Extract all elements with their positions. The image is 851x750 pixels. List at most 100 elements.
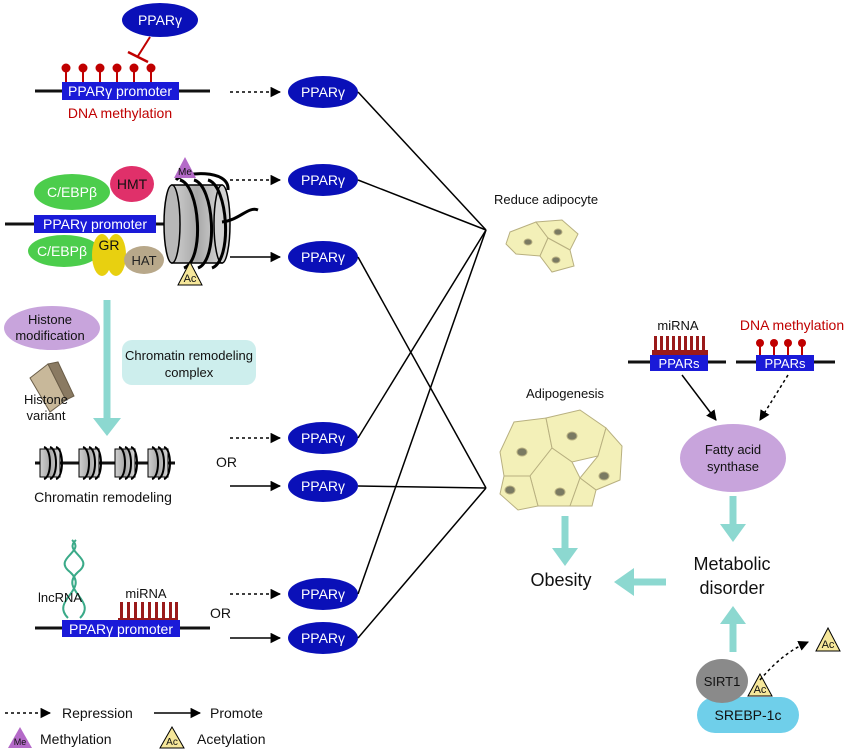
legend-repression-label: Repression [62, 705, 133, 721]
ac-badge-free [815, 626, 841, 652]
cebpb-bottom-label: C/EBPβ [37, 243, 87, 259]
teal-arrow-obesity-head [552, 548, 578, 566]
legend-ac-label: Ac [166, 737, 178, 748]
sirt1-oval [696, 659, 748, 703]
histone-variant-label-1: Histone [24, 392, 68, 407]
ncrna-section: lncRNA miRNA PPARγ promoter OR PPARγ PPA… [35, 539, 358, 654]
legend-me-triangle [8, 727, 32, 748]
mirna-label-ppars: miRNA [657, 318, 698, 333]
legend-me-label: Me [14, 737, 27, 747]
ppars-box-right [756, 355, 814, 371]
me-triangle-label: Me [178, 167, 192, 178]
promoter-box-ncrna [62, 620, 180, 637]
ppar-result-7-label: PPARγ [301, 630, 345, 646]
ppars-label-left: PPARs [659, 356, 700, 371]
ppar-result-1-label: PPARγ [301, 84, 345, 100]
promote-arrow-ppars [681, 374, 717, 421]
promoter-box-top [62, 82, 179, 100]
srebp-label: SREBP-1c [715, 707, 782, 723]
mirna-label-ncrna: miRNA [125, 586, 166, 601]
histone-variant-label-2: variant [26, 408, 65, 423]
connector-lines [357, 91, 487, 639]
chromatin-fiber [35, 446, 175, 480]
gr-left-lobe [92, 234, 112, 276]
cebpb-bottom-oval [28, 235, 100, 267]
histone-modification-label-1: Histone [28, 312, 72, 327]
ppars-box-left [650, 355, 708, 371]
metabolic-disorder-label-2: disorder [699, 578, 764, 598]
ac-badge-srebp [747, 672, 773, 697]
or-label-ncrna: OR [210, 605, 231, 621]
histone-variant-shape [29, 361, 75, 413]
ppar-result-4 [288, 422, 358, 454]
inhibition-line [137, 36, 151, 57]
lncrna-label: lncRNA [38, 590, 82, 605]
cebpb-top-oval [34, 174, 110, 210]
methyl-pins-top [61, 63, 156, 82]
hmt-label: HMT [117, 176, 148, 192]
legend: Repression Promote Me Methylation Ac Ace… [5, 705, 265, 749]
fatty-acid-synthase-label-2: synthase [707, 459, 759, 474]
histone-modification-oval [4, 306, 100, 350]
ac-triangle-badge [177, 260, 203, 286]
legend-methylation-label: Methylation [40, 731, 112, 747]
dna-methylation-label-top: DNA methylation [68, 105, 172, 121]
legend-promote-label: Promote [210, 705, 263, 721]
legend-ac-triangle [159, 725, 185, 749]
promoter-label-ncrna: PPARγ promoter [69, 621, 173, 637]
mirna-comb-ncrna [118, 602, 178, 623]
ppar-result-1 [288, 76, 358, 108]
ac-badge-srebp-label: Ac [754, 684, 767, 696]
metabolic-disorder-label-1: Metabolic [693, 554, 770, 574]
cebpb-top-label: C/EBPβ [47, 184, 97, 200]
chromatin-complex-label-2: complex [165, 365, 214, 380]
top-section: PPARγ PPARγ promoter DNA methylation PPA… [35, 3, 358, 121]
histone-modification-label-2: modification [15, 328, 84, 343]
teal-down-arrow-head [93, 418, 121, 436]
or-label-remodel: OR [216, 454, 237, 470]
fatty-acid-synthase-oval [680, 424, 786, 492]
repression-arrow-ppars [759, 374, 789, 421]
ac-triangle-label: Ac [184, 273, 197, 285]
fatty-acid-synthase-label-1: Fatty acid [705, 442, 761, 457]
hat-label: HAT [131, 253, 156, 268]
ppar-result-7 [288, 622, 358, 654]
ppar-result-5-label: PPARγ [301, 478, 345, 494]
promoter-label-top: PPARγ promoter [68, 83, 172, 99]
ppar-result-3 [288, 241, 358, 273]
gr-label: GR [99, 237, 120, 253]
teal-arrow-fas-head [720, 524, 746, 542]
ppars-panel: miRNA PPARs DNA methylation PPARs [628, 317, 844, 542]
me-triangle-badge [174, 157, 196, 178]
mirna-comb-ppars [652, 336, 708, 355]
teal-arrow-sirt-head [720, 606, 746, 624]
dashed-curve-ac [759, 641, 809, 681]
ppars-label-right: PPARs [765, 356, 806, 371]
chromatin-complex-label-1: Chromatin remodeling [125, 348, 253, 363]
nucleosome-big [163, 172, 259, 270]
outcomes-section: Reduce adipocyte Adipogenesis Obesity [494, 192, 771, 598]
ppar-ligand-oval [122, 3, 198, 37]
small-cell-cluster [505, 219, 579, 273]
remodel-section: Histone modification Histone variant Chr… [4, 300, 358, 505]
sirt-section: SREBP-1c SIRT1 Ac Ac [696, 606, 841, 733]
ppar-result-2-label: PPARγ [301, 172, 345, 188]
inhibition-bar [127, 50, 149, 64]
srebp-pill [697, 697, 799, 733]
sirt1-label: SIRT1 [704, 674, 741, 689]
chromatin-complex-box [122, 340, 256, 385]
adipogenesis-label: Adipogenesis [526, 386, 605, 401]
ppar-result-4-label: PPARγ [301, 430, 345, 446]
ppar-result-5 [288, 470, 358, 502]
reduce-adipocyte-label: Reduce adipocyte [494, 192, 598, 207]
ppar-result-6 [288, 578, 358, 610]
ppar-result-3-label: PPARγ [301, 249, 345, 265]
hat-oval [124, 246, 164, 274]
promoter-box-histone [34, 215, 156, 233]
histone-section: C/EBPβ HMT PPARγ promoter C/EBPβ GR HAT … [5, 157, 358, 286]
hmt-oval [110, 166, 154, 202]
obesity-label: Obesity [530, 570, 591, 590]
ppar-result-2 [288, 164, 358, 196]
